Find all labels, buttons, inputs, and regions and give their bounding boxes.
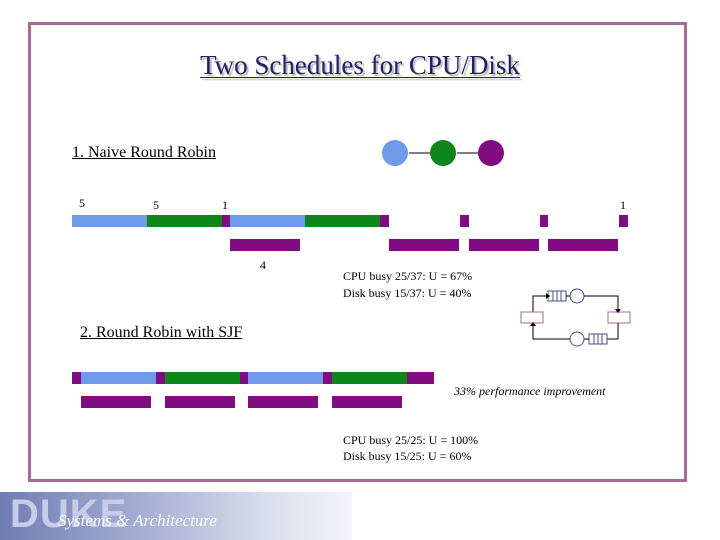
cpu-segment-blue bbox=[230, 215, 305, 227]
improvement-note: 33% performance improvement bbox=[454, 384, 606, 398]
cpu-segment-blue bbox=[81, 372, 156, 384]
disk-segment-purple bbox=[81, 396, 151, 408]
slide-title: Two Schedules for CPU/Disk bbox=[200, 50, 520, 80]
blue-process-icon bbox=[382, 140, 408, 166]
disk-segment-purple bbox=[230, 239, 300, 251]
purple-process-icon bbox=[478, 140, 504, 166]
green-process-icon bbox=[430, 140, 456, 166]
time-label: 1 bbox=[222, 198, 228, 212]
cpu-segment-purple bbox=[619, 215, 628, 227]
footer-logo: DUKE Systems & Architecture bbox=[0, 492, 352, 540]
cpu-segment-blue bbox=[72, 215, 147, 227]
cpu-segment-green bbox=[332, 372, 407, 384]
disk-segment-purple bbox=[389, 239, 459, 251]
cpu-segment-purple bbox=[222, 215, 230, 227]
footer-subtitle: Systems & Architecture bbox=[58, 511, 217, 530]
disk-segment-purple bbox=[332, 396, 402, 408]
time-label: 5 bbox=[79, 196, 85, 210]
cpu-segment-purple bbox=[156, 372, 165, 384]
time-label: 4 bbox=[260, 258, 266, 272]
cpu-segment-blue bbox=[248, 372, 323, 384]
cpu-segment-purple bbox=[323, 372, 332, 384]
disk-segment-purple bbox=[548, 239, 618, 251]
cpu-segment-purple bbox=[240, 372, 248, 384]
cpu-segment-purple bbox=[407, 372, 434, 384]
time-label: 5 bbox=[153, 198, 159, 212]
disk-segment-purple bbox=[248, 396, 318, 408]
stat-cpu-busy: CPU busy 25/37: U = 67% bbox=[343, 269, 473, 283]
disk-segment-purple bbox=[469, 239, 539, 251]
duke-logo: DUKE bbox=[10, 492, 128, 536]
time-label: 1 bbox=[620, 198, 626, 212]
slide-frame bbox=[28, 22, 687, 482]
cpu-segment-green bbox=[165, 372, 240, 384]
cpu-segment-green bbox=[305, 215, 380, 227]
disk-segment-purple bbox=[165, 396, 235, 408]
cpu-segment-purple bbox=[72, 372, 81, 384]
stat-disk-busy: Disk busy 15/25: U = 60% bbox=[343, 449, 472, 463]
stat-cpu-busy: CPU busy 25/25: U = 100% bbox=[343, 433, 479, 447]
stat-disk-busy: Disk busy 15/37: U = 40% bbox=[343, 286, 472, 300]
cpu-segment-purple bbox=[540, 215, 548, 227]
section1-heading: 1. Naive Round Robin bbox=[72, 144, 216, 161]
cpu-segment-green bbox=[147, 215, 222, 227]
cpu-segment-purple bbox=[460, 215, 469, 227]
section2-heading: 2. Round Robin with SJF bbox=[80, 324, 243, 341]
cpu-segment-purple bbox=[380, 215, 389, 227]
